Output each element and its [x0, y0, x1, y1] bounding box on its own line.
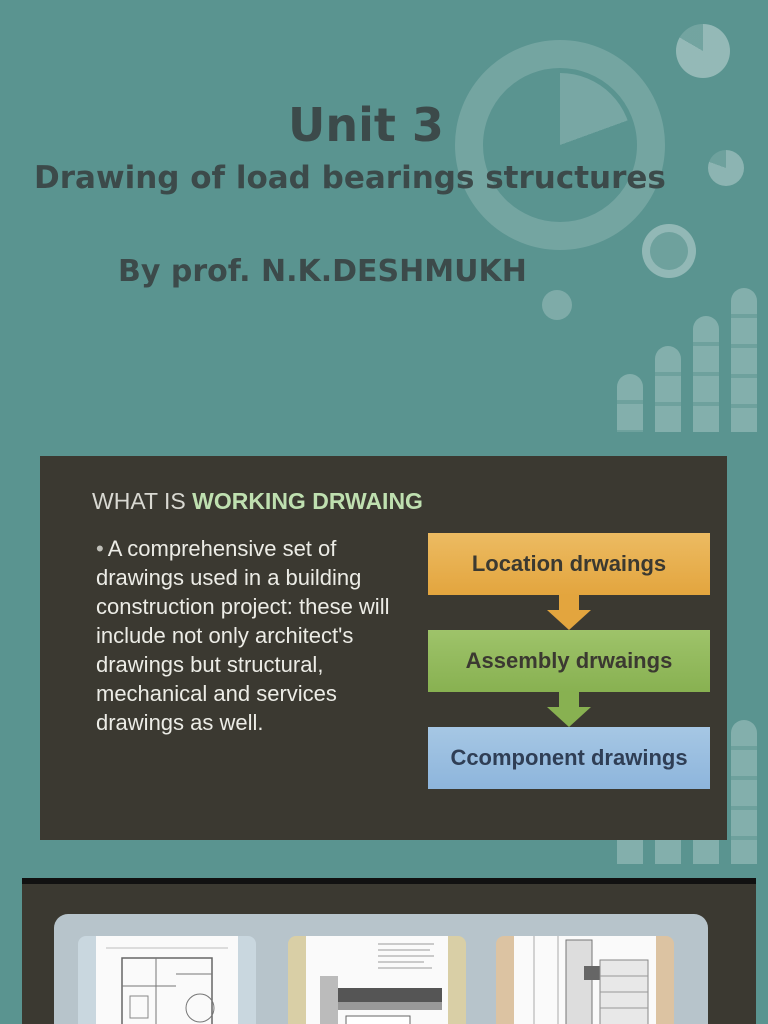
working-drawing-slide: WHAT IS WORKING DRWAING •A comprehensive…	[40, 456, 727, 840]
drawings-gallery-slide	[22, 878, 756, 1024]
decorative-circle	[708, 150, 744, 186]
cover-author: By prof. N.K.DESHMUKH	[118, 254, 527, 289]
section-detail-image	[306, 936, 448, 1024]
slide-bullet: •A comprehensive set of drawings used in…	[96, 534, 396, 737]
decorative-bar	[617, 374, 643, 432]
section-detail-drawing-icon	[320, 943, 442, 1024]
flow-box-location: Location drwaings	[428, 533, 710, 595]
decorative-bar	[655, 840, 681, 864]
bullet-dot: •	[96, 536, 104, 561]
decorative-circle	[642, 224, 696, 278]
facade-detail-image	[514, 936, 656, 1024]
bullet-text: A comprehensive set of drawings used in …	[96, 536, 390, 735]
down-arrow-icon	[547, 692, 591, 728]
decorative-bar	[693, 316, 719, 432]
thumbnail-gallery	[54, 914, 708, 1024]
unit-title: Unit 3	[288, 98, 444, 152]
facade-detail-drawing-icon	[533, 936, 649, 1024]
decorative-circle	[676, 24, 730, 78]
slide-heading-prefix: WHAT IS	[92, 488, 193, 514]
thumbnail-floor-plan[interactable]	[78, 936, 256, 1024]
slide-heading: WHAT IS WORKING DRWAING	[92, 488, 423, 515]
down-arrow-icon	[547, 595, 591, 631]
slide-heading-strong: WORKING DRWAING	[192, 488, 423, 514]
flow-box-component: Ccomponent drawings	[428, 727, 710, 789]
thumbnail-facade-detail[interactable]	[496, 936, 674, 1024]
decorative-bar	[731, 720, 757, 864]
decorative-circle	[542, 290, 572, 320]
floor-plan-image	[96, 936, 238, 1024]
flow-box-assembly: Assembly drwaings	[428, 630, 710, 692]
floor-plan-drawing-icon	[106, 947, 228, 1024]
thumbnail-section-detail[interactable]	[288, 936, 466, 1024]
cover-title-block: Unit 3	[0, 96, 740, 154]
cover-subtitle: Drawing of load bearings structures	[34, 160, 666, 196]
decorative-bar	[731, 288, 757, 432]
decorative-bar	[655, 346, 681, 432]
decorative-bar	[617, 840, 643, 864]
